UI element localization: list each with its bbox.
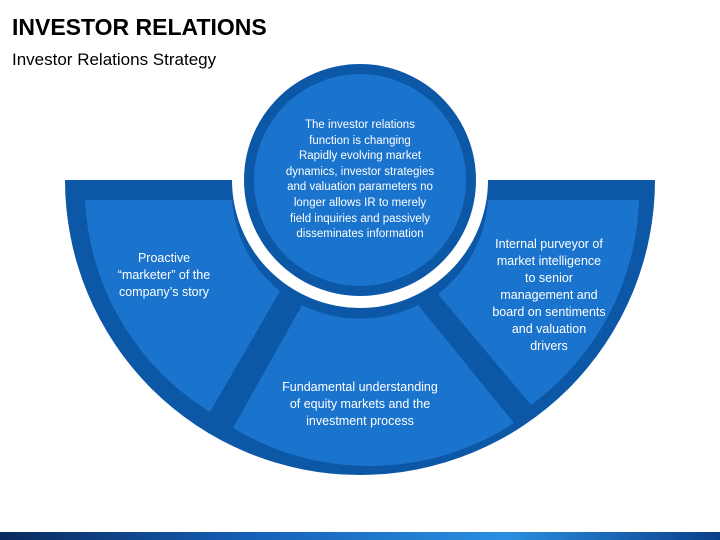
footer-bar <box>0 532 720 540</box>
page-title: INVESTOR RELATIONS <box>12 14 267 40</box>
center-circle <box>254 74 466 286</box>
segment-right <box>438 200 639 405</box>
segment-bottom <box>233 305 514 467</box>
center-circle-text: The investor relations function is chang… <box>285 119 435 241</box>
segment-right-text: Internal purveyor of market intelligence… <box>492 237 606 353</box>
segment-left <box>85 200 280 412</box>
page-subtitle: Investor Relations Strategy <box>12 50 217 69</box>
segment-left-text: Proactive “marketer” of the company’s st… <box>117 251 211 299</box>
segment-bottom-text: Fundamental understanding of equity mark… <box>282 380 438 428</box>
